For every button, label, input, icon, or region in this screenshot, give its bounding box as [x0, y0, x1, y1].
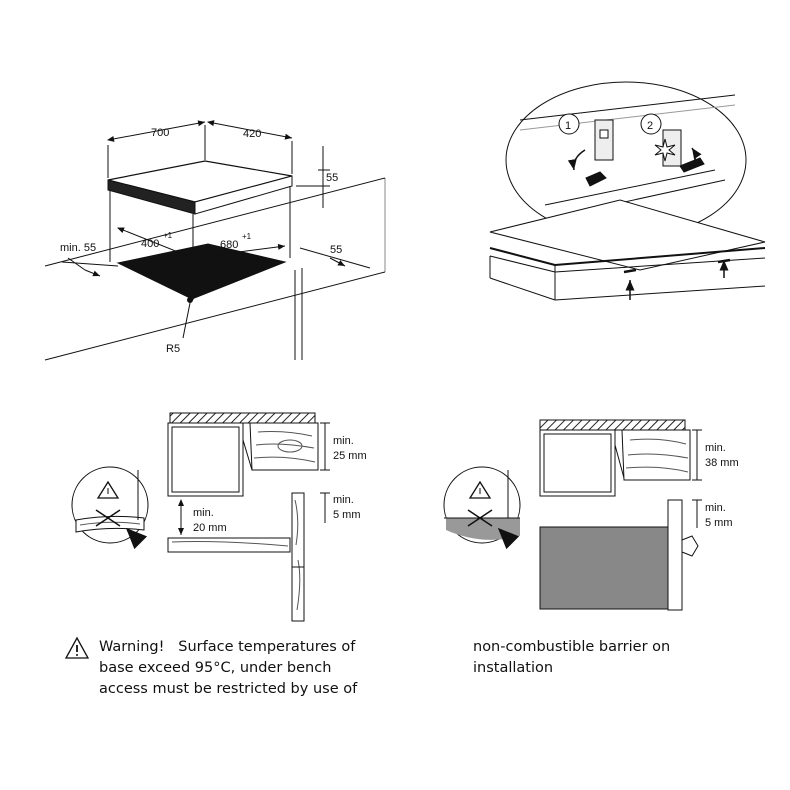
width-label: 700 — [151, 127, 169, 139]
warning-line-1: Warning! Surface temperatures of — [99, 637, 357, 658]
barrier-caption: non-combustible barrier on installation — [473, 637, 670, 679]
side-clearance-label: 55 — [330, 244, 342, 256]
clearance-oven-drawing — [443, 419, 702, 611]
warning-icon — [64, 636, 90, 659]
warning-title: Warning! — [99, 639, 165, 655]
hob-dimension-drawing — [44, 120, 386, 361]
br-top-gap-min: min. — [705, 442, 726, 454]
bl-below-gap-min: min. — [193, 507, 214, 519]
height-label: 55 — [326, 172, 338, 184]
barrier-line-1: non-combustible barrier on — [473, 639, 671, 655]
cutout-width-label: 680 — [220, 239, 238, 251]
warning-caption: Warning! Surface temperatures of base ex… — [99, 637, 357, 700]
clip-mounting-drawing — [489, 81, 766, 301]
br-side-gap-min: min. — [705, 502, 726, 514]
min-front-label: min. 55 — [60, 242, 96, 254]
cutout-depth-tolerance: +1 — [163, 231, 173, 240]
bl-below-gap-value: 20 mm — [193, 522, 227, 534]
barrier-line-2: installation — [473, 660, 554, 676]
bl-top-gap-min: min. — [333, 435, 354, 447]
warning-line-3: access must be restricted by use of — [99, 681, 358, 697]
bl-side-gap-min: min. — [333, 494, 354, 506]
warning-line-1-text: Surface temperatures of — [178, 639, 356, 655]
cutout-width-tolerance: +1 — [242, 232, 252, 241]
radius-label: R5 — [166, 343, 180, 355]
bl-side-gap-value: 5 mm — [333, 509, 361, 521]
depth-label: 420 — [243, 128, 261, 140]
warning-line-2: base exceed 95°C, under bench — [99, 660, 332, 676]
clearance-wood-drawing — [71, 412, 330, 622]
step-2-label: 2 — [647, 120, 653, 132]
br-top-gap-value: 38 mm — [705, 457, 739, 469]
cutout-depth-label: 400 — [141, 238, 159, 250]
br-side-gap-value: 5 mm — [705, 517, 733, 529]
step-1-label: 1 — [565, 120, 571, 132]
bl-top-gap-value: 25 mm — [333, 450, 367, 462]
